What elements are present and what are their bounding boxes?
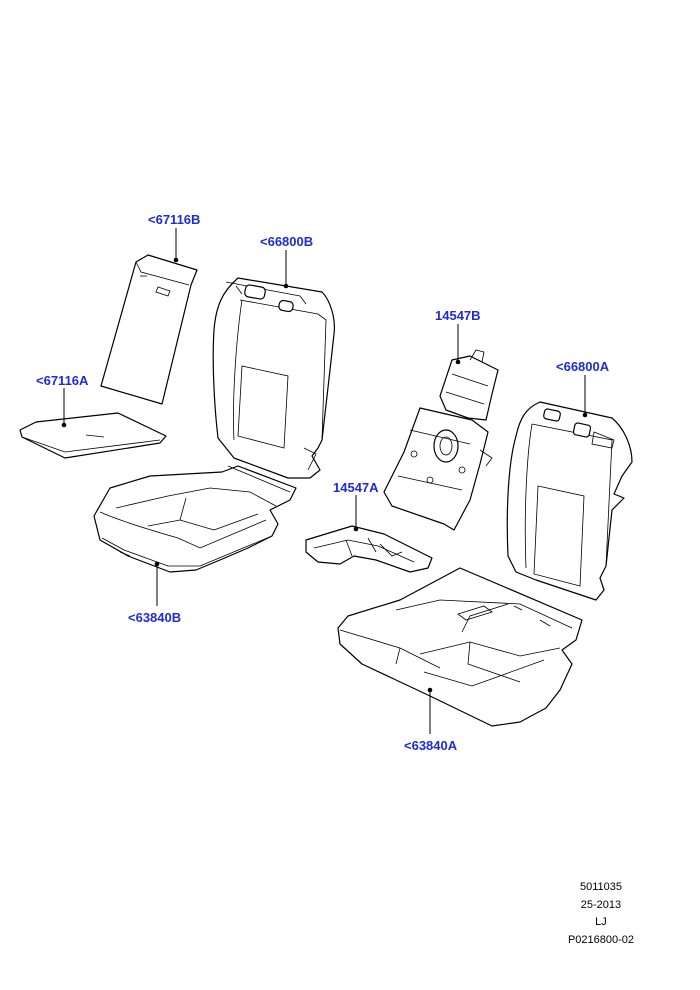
label-66800A[interactable]: <66800A — [556, 359, 610, 374]
leader-lines — [61, 228, 588, 734]
label-66800B[interactable]: <66800B — [260, 234, 314, 249]
reference-illustration-id: P0216800-02 — [567, 933, 634, 946]
mechanism-14547B[interactable] — [383, 349, 499, 531]
reference-code: 5011035 — [579, 881, 622, 893]
label-67116B[interactable]: <67116B — [148, 212, 201, 227]
cushion-cover-63840A[interactable] — [337, 567, 583, 727]
mechanism-14547A[interactable] — [305, 525, 433, 573]
backrest-panel-67116B[interactable] — [100, 254, 198, 405]
seatback-cover-66800A[interactable] — [506, 401, 633, 601]
seatback-cover-66800B[interactable] — [212, 277, 335, 479]
label-67116A[interactable]: <67116A — [36, 373, 89, 388]
cushion-cover-63840B[interactable] — [93, 465, 297, 573]
reference-block: 5011035 25-2013 LJ P0216800-02 — [568, 879, 634, 949]
label-63840B[interactable]: <63840B — [128, 610, 182, 625]
label-14547B[interactable]: 14547B — [435, 308, 481, 323]
reference-model: LJ — [595, 916, 607, 928]
label-14547A[interactable]: 14547A — [333, 480, 379, 495]
reference-date: 25-2013 — [580, 898, 622, 911]
label-63840A[interactable]: <63840A — [404, 738, 458, 753]
cushion-panel-67116A[interactable] — [19, 412, 167, 459]
